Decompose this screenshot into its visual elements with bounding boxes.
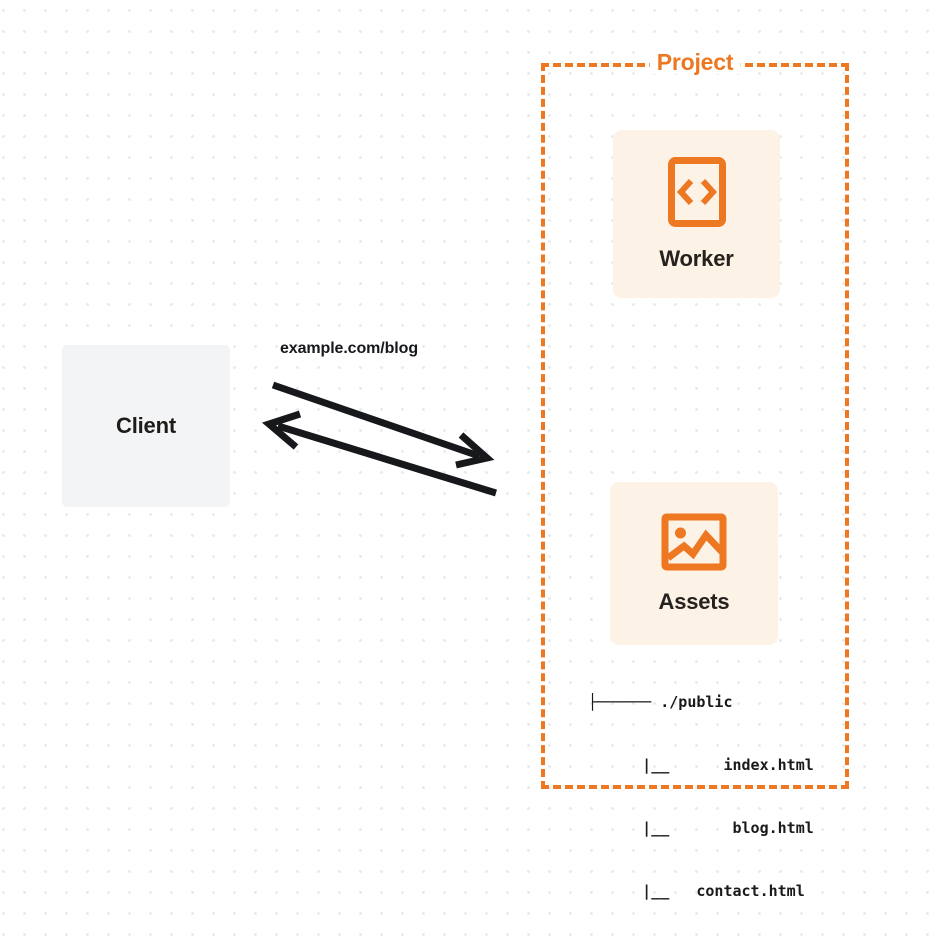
worker-node[interactable]: Worker — [613, 130, 780, 298]
file-tree-line: |__ blog.html — [588, 819, 814, 837]
request-arrow — [271, 381, 495, 469]
assets-node-label: Assets — [658, 588, 730, 614]
project-container: Project — [541, 51, 849, 789]
client-node[interactable]: Client — [62, 345, 230, 507]
worker-node-label: Worker — [659, 246, 734, 271]
assets-node[interactable]: Assets — [610, 482, 778, 645]
response-arrow — [261, 410, 498, 497]
connection-url-label: example.com/blog — [280, 340, 418, 357]
file-tree-line: |__ contact.html — [588, 882, 805, 900]
diagram-canvas: Client example.com/blog Project Worker A… — [62, 51, 849, 900]
file-tree-line: |__ index.html — [588, 756, 814, 774]
client-node-label: Client — [116, 413, 176, 438]
project-title: Project — [649, 51, 741, 75]
code-brackets-icon — [667, 156, 727, 228]
assets-file-tree: ├────── ./public |__ index.html |__ blog… — [588, 650, 814, 944]
image-asset-icon — [661, 513, 727, 571]
file-tree-line: ├────── ./public — [588, 693, 733, 711]
